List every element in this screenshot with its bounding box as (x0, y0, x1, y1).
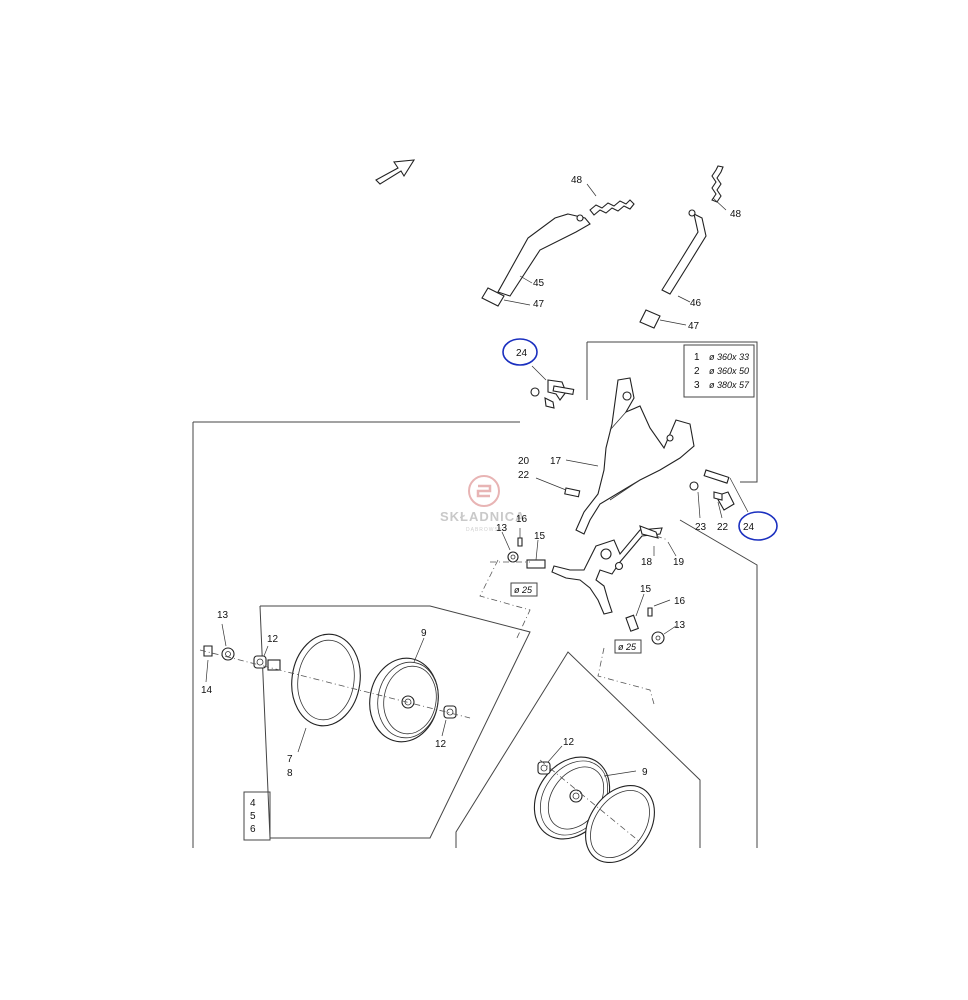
callout-13-right: 13 (674, 620, 686, 631)
callout-16-left: 16 (516, 514, 528, 525)
callout-7: 7 (287, 754, 293, 765)
callout-labels: 48 48 45 47 46 47 24 24 17 20 22 23 22 1… (201, 175, 755, 779)
kit-row-1: 4 (250, 798, 256, 809)
spec-row-1-num: 1 (694, 352, 700, 363)
watermark-brand: SKŁADNICA (440, 509, 526, 524)
diameter-label-1: ø 25 (514, 585, 533, 595)
callout-15-left: 15 (534, 531, 546, 542)
callout-47-left: 47 (533, 299, 545, 310)
right-lever-assembly (639, 165, 727, 329)
callout-9-left: 9 (421, 628, 427, 639)
callout-18: 18 (641, 557, 653, 568)
callout-19: 19 (673, 557, 685, 568)
watermark-sub: DĄBROWSKI (466, 527, 506, 533)
callout-23: 23 (695, 522, 707, 533)
callout-15-right: 15 (640, 584, 652, 595)
kit-row-3: 6 (250, 824, 256, 835)
callout-24-left: 24 (516, 348, 528, 359)
direction-arrow-icon (375, 159, 416, 185)
pin-24-right (689, 469, 778, 541)
callout-12-right: 12 (563, 737, 575, 748)
diameter-box-2 (614, 639, 642, 654)
callout-22-right: 22 (717, 522, 729, 533)
callout-24-right: 24 (743, 522, 755, 533)
highlight-circle-24-left (502, 338, 538, 366)
frame-lines (192, 341, 758, 848)
highlight-circle-24-right (738, 511, 778, 541)
bolt-20 (535, 477, 581, 498)
kit-table (243, 791, 271, 841)
spec-row-2-num: 2 (694, 366, 700, 377)
kit-row-2: 5 (250, 811, 256, 822)
spec-row-3-num: 3 (694, 380, 700, 391)
callout-12-mid: 12 (435, 739, 447, 750)
callout-48-left: 48 (571, 175, 583, 186)
callout-8: 8 (287, 768, 293, 779)
left-pin-15 (490, 528, 546, 569)
main-bracket-17 (565, 377, 695, 535)
shaft-assembly (551, 525, 677, 615)
pulley-group-left: 4 5 6 (199, 605, 531, 841)
callout-47-right: 47 (688, 321, 700, 332)
right-pin-15 (625, 593, 677, 645)
callout-20: 20 (518, 456, 530, 467)
watermark-logo: SKŁADNICA DĄBROWSKI (440, 475, 526, 533)
callout-9-right: 9 (642, 767, 648, 778)
callout-22-left: 22 (518, 470, 530, 481)
spec-row-1-size: ø 360x 33 (709, 352, 749, 362)
diameter-box-1 (510, 582, 538, 597)
callout-16-right: 16 (674, 596, 686, 607)
spec-table: 1 ø 360x 33 2 ø 360x 50 3 ø 380x 57 (683, 344, 755, 398)
diameter-label-2: ø 25 (618, 642, 637, 652)
callout-45: 45 (533, 278, 545, 289)
diameter-leaders: ø 25 ø 25 (479, 559, 655, 705)
callout-12-left: 12 (267, 634, 279, 645)
spec-row-2-size: ø 360x 50 (709, 366, 749, 376)
callout-17: 17 (550, 456, 562, 467)
callout-48-right: 48 (730, 209, 742, 220)
callout-13-left: 13 (217, 610, 229, 621)
callout-14: 14 (201, 685, 213, 696)
pulley-group-right (455, 651, 701, 864)
pin-24-left (502, 338, 575, 409)
spec-row-3-size: ø 380x 57 (709, 380, 750, 390)
left-lever-assembly (481, 183, 635, 307)
callout-13-top: 13 (496, 523, 508, 534)
callout-46: 46 (690, 298, 702, 309)
